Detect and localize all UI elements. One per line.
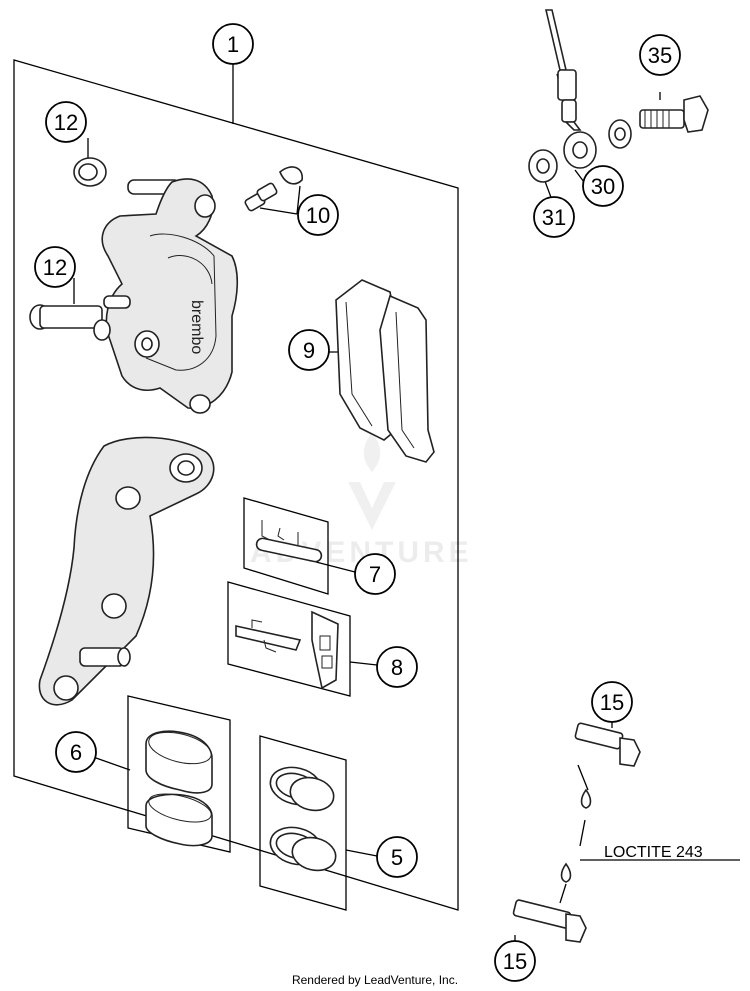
callout-9: 9 [288,329,330,371]
washer-30-part [608,119,632,149]
callout-7: 7 [354,553,396,595]
callout-5: 5 [376,836,418,878]
brake-pads-part [335,279,435,463]
callout-30: 30 [582,165,624,207]
callout-31-label: 31 [542,205,566,230]
caliper-brand-text: brembo [188,300,205,354]
brake-caliper-part: brembo [101,178,239,414]
callout-8-label: 8 [391,655,403,680]
brake-hose-part [544,9,597,169]
bleeder-screw-part [244,166,303,212]
callout-30-label: 30 [591,174,615,199]
callout-35: 35 [639,34,681,76]
pistons-kit-part [127,695,231,853]
mounting-bolt-bottom-part [512,899,587,943]
callout-8: 8 [376,646,418,688]
callout-12-mid: 12 [34,246,76,288]
washer-31-part [528,149,558,183]
callout-9-label: 9 [303,338,315,363]
callout-15-bottom: 15 [494,940,536,982]
callout-15-bottom-label: 15 [503,949,527,974]
bushing-part [73,157,107,187]
footer-credit: Rendered by LeadVenture, Inc. [292,973,458,987]
assembly-frame [13,59,459,911]
callout-31: 31 [533,196,575,238]
callout-6: 6 [55,731,97,773]
callout-12-top: 12 [45,101,87,143]
callout-15-top: 15 [591,681,633,723]
callout-12-mid-label: 12 [43,255,67,280]
seals-kit-part [259,735,347,911]
callout-10: 10 [297,194,339,236]
callout-6-label: 6 [70,740,82,765]
callout-12-top-label: 12 [54,110,78,135]
pad-pin-kit-part [243,497,329,595]
callout-15-top-label: 15 [600,690,624,715]
pin-bolt-part [29,304,111,341]
banjo-bolt-part [639,95,709,133]
callout-1: 1 [212,23,254,65]
loctite-label: LOCTITE 243 [604,844,703,861]
callout-1-label: 1 [227,32,239,57]
pad-spring-kit-part [227,581,351,697]
mounting-bolt-top-part [574,722,641,767]
callout-7-label: 7 [369,562,381,587]
callout-10-label: 10 [306,203,330,228]
loctite-drop-top [580,788,592,809]
caliper-bracket-part [38,436,215,706]
callout-5-label: 5 [391,845,403,870]
loctite-drop-bottom [560,862,572,883]
callout-35-label: 35 [648,43,672,68]
